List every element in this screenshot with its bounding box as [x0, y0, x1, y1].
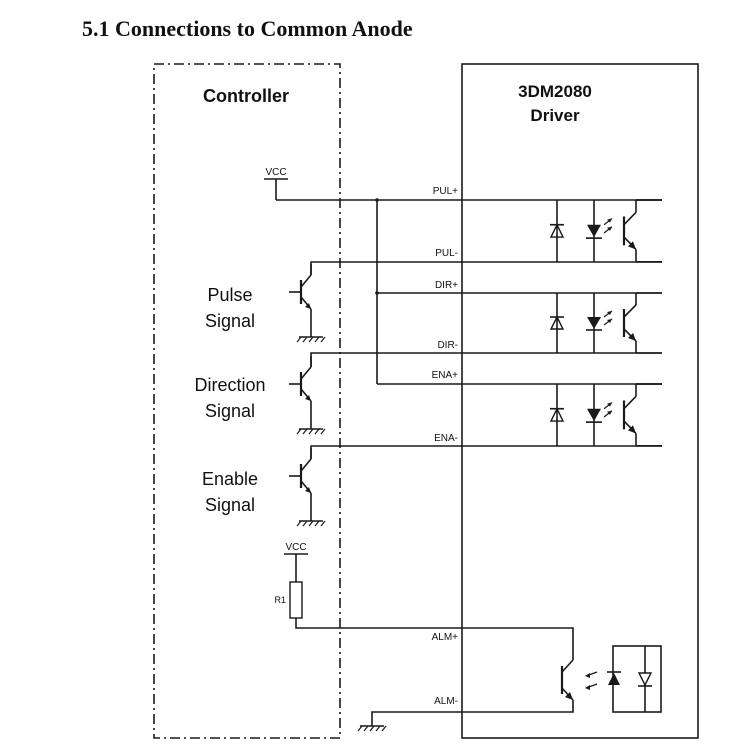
pin-dir-plus: DIR+: [435, 280, 458, 291]
pin-ena-minus: ENA-: [434, 433, 458, 444]
ground-pulse: [296, 336, 326, 343]
alarm-led-block: [607, 645, 662, 713]
pin-alm-plus: ALM+: [432, 632, 459, 643]
pin-pul-minus: PUL-: [435, 248, 458, 259]
optocoupler-dir: [548, 291, 664, 355]
pulse-signal-line1: Pulse: [207, 285, 252, 305]
dir-minus-wire: [310, 352, 662, 367]
driver-box: [461, 63, 699, 739]
resistor-r1-label: R1: [274, 595, 286, 605]
alm-plus-wire: [295, 618, 574, 660]
driver-title-line2: Driver: [530, 106, 580, 125]
pulse-transistor: [287, 262, 313, 339]
page-title: 5.1 Connections to Common Anode: [82, 16, 413, 41]
pin-pul-plus: PUL+: [433, 186, 458, 197]
ena-minus-wire: [310, 445, 662, 459]
vcc-top-label: VCC: [265, 167, 286, 178]
optocoupler-ena: [548, 382, 664, 447]
ground-enable: [296, 520, 326, 527]
enable-signal-line1: Enable: [202, 469, 258, 489]
ground-direction: [296, 428, 326, 435]
direction-transistor: [287, 354, 313, 431]
controller-box: [153, 63, 341, 739]
pin-dir-minus: DIR-: [437, 340, 458, 351]
enable-signal-line2: Signal: [205, 495, 255, 515]
direction-signal-line1: Direction: [194, 375, 265, 395]
driver-title-line1: 3DM2080: [518, 82, 592, 101]
pul-minus-wire: [310, 261, 662, 275]
pin-ena-plus: ENA+: [432, 370, 459, 381]
enable-transistor: [287, 446, 313, 523]
ground-alarm: [357, 725, 387, 732]
pin-alm-minus: ALM-: [434, 696, 458, 707]
resistor-r1: [289, 581, 303, 619]
alarm-output-transistor: [371, 659, 574, 726]
optocoupler-pul: [548, 198, 664, 263]
direction-signal-line2: Signal: [205, 401, 255, 421]
controller-label: Controller: [203, 86, 289, 106]
vcc-bottom-label: VCC: [285, 542, 306, 553]
pulse-signal-line2: Signal: [205, 311, 255, 331]
